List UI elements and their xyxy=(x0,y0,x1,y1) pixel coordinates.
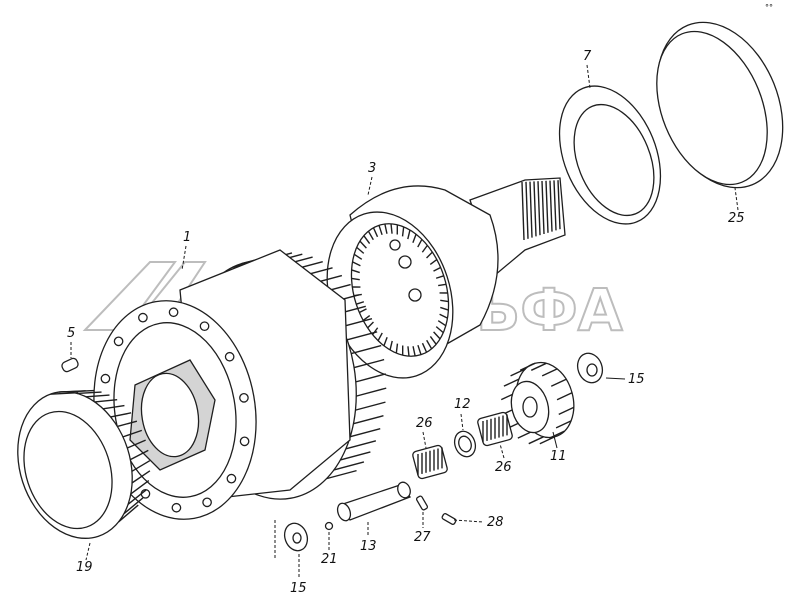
shaft-splines xyxy=(521,180,561,241)
callout-26-bottom: 26 xyxy=(495,460,512,475)
callout-26-top: 26 xyxy=(416,416,433,431)
part-5-pin xyxy=(61,357,79,373)
callout-7: 7 xyxy=(583,49,592,64)
ring-gear-teeth xyxy=(351,223,449,357)
part-7-thrust-washer xyxy=(558,85,662,225)
part-11-planet-pinion xyxy=(500,361,575,445)
corner-mark: °° xyxy=(765,3,773,12)
callout-19: 19 xyxy=(76,560,93,575)
callout-15-bottom: 15 xyxy=(290,581,307,596)
callout-15-right: 15 xyxy=(628,372,645,387)
needle-rollers-b xyxy=(417,447,443,475)
part-1-carrier-assembly xyxy=(93,249,387,520)
leader-lines xyxy=(70,64,739,577)
part-26-needle-bearing-bottom xyxy=(412,444,448,480)
callout-25: 25 xyxy=(728,211,745,226)
callout-12: 12 xyxy=(454,397,471,412)
part-15-washer-bottom xyxy=(283,522,309,552)
callout-1: 1 xyxy=(183,230,192,245)
part-27-needle-pin xyxy=(415,495,429,511)
part-26-needle-bearing-top xyxy=(477,411,513,447)
carrier-bolt-heads xyxy=(100,307,250,513)
part-25-ring xyxy=(656,21,784,189)
part-12-spacer xyxy=(453,430,477,458)
part-15-washer-right xyxy=(576,352,604,384)
bearing-rollers xyxy=(50,389,151,523)
part-21-ball xyxy=(324,521,334,531)
part-19-tapered-bearing xyxy=(17,389,151,539)
part-3-ring-gear-shaft xyxy=(326,177,566,379)
part-28-needle-pin xyxy=(441,512,457,526)
needle-rollers-a xyxy=(482,414,508,442)
part-13-planet-axle xyxy=(336,481,412,522)
callout-21: 21 xyxy=(321,552,338,567)
callout-3: 3 xyxy=(368,161,377,176)
callout-11: 11 xyxy=(550,449,567,464)
callout-13: 13 xyxy=(360,539,377,554)
callout-28: 28 xyxy=(487,515,504,530)
pinion-teeth xyxy=(500,362,575,445)
callout-5: 5 xyxy=(67,326,76,341)
callout-27: 27 xyxy=(414,530,431,545)
